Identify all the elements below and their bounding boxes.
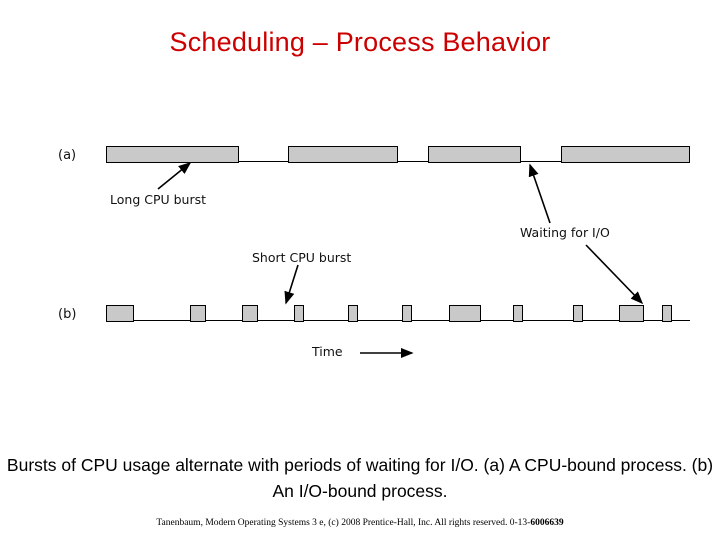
- credit-line: Tanenbaum, Modern Operating Systems 3 e,…: [0, 518, 720, 528]
- burst-b-3: [242, 305, 258, 322]
- burst-b-1: [106, 305, 134, 322]
- annotation-long-cpu-burst: Long CPU burst: [110, 192, 207, 207]
- row-a-baseline: [106, 161, 690, 162]
- burst-b-7: [449, 305, 481, 322]
- annotation-short-cpu-burst: Short CPU burst: [252, 250, 352, 265]
- burst-a-2: [288, 146, 398, 163]
- row-b-baseline: [106, 320, 690, 321]
- process-behavior-figure: (a) (b) Long CPU burst Short CPU burst W…: [30, 115, 690, 400]
- annotation-waiting-for-io: Waiting for I/O: [520, 225, 610, 240]
- annotation-time: Time: [312, 344, 343, 359]
- burst-a-4: [561, 146, 690, 163]
- credit-isbn: 6006639: [530, 518, 564, 528]
- burst-b-2: [190, 305, 206, 322]
- arrow-waiting-io-up: [528, 163, 551, 224]
- figure-arrows: [157, 161, 644, 359]
- row-a-label: (a): [58, 148, 77, 163]
- burst-b-4: [294, 305, 304, 322]
- burst-b-10: [619, 305, 644, 322]
- burst-a-3: [428, 146, 521, 163]
- arrow-long-cpu-burst: [157, 161, 192, 190]
- burst-b-11: [662, 305, 672, 322]
- slide-caption: Bursts of CPU usage alternate with perio…: [6, 455, 714, 501]
- burst-b-9: [573, 305, 583, 322]
- credit-text: Tanenbaum, Modern Operating Systems 3 e,…: [156, 518, 531, 528]
- burst-b-6: [402, 305, 412, 322]
- arrow-waiting-io-down: [585, 244, 644, 305]
- row-b-label: (b): [58, 307, 77, 322]
- burst-b-5: [348, 305, 358, 322]
- burst-b-8: [513, 305, 523, 322]
- page-title: Scheduling – Process Behavior: [169, 27, 551, 57]
- burst-a-1: [106, 146, 239, 163]
- arrow-short-cpu-burst: [284, 264, 299, 305]
